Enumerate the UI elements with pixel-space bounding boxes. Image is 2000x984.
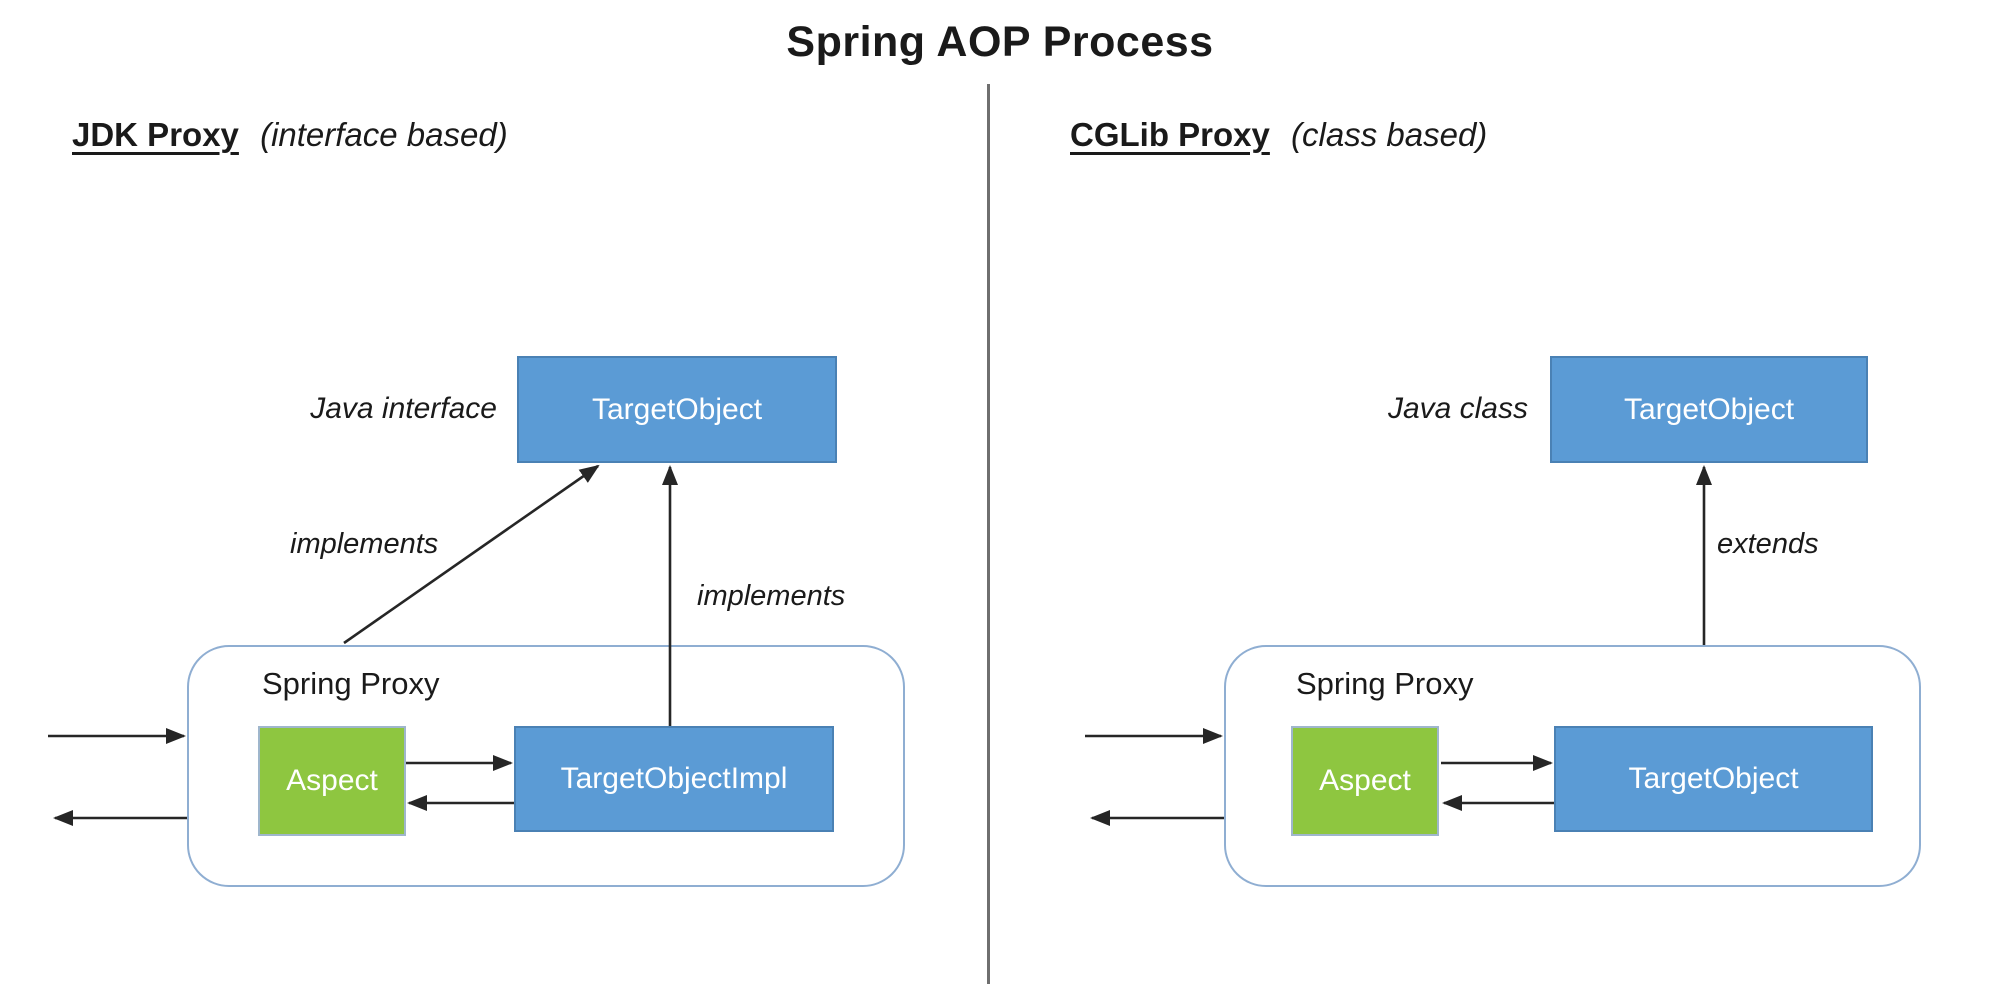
implements-label-vertical: implements — [697, 580, 846, 612]
center-divider-line — [987, 84, 990, 984]
cglib-aspect-box: Aspect — [1291, 726, 1439, 836]
cglib-proxy-heading-qualifier: (class based) — [1291, 116, 1488, 153]
jdk-proxy-heading-qualifier: (interface based) — [260, 116, 508, 153]
cglib-inner-target-object-box: TargetObject — [1554, 726, 1873, 832]
extends-label: extends — [1717, 528, 1819, 560]
jdk-spring-proxy-label: Spring Proxy — [262, 666, 440, 701]
cglib-target-object-box: TargetObject — [1550, 356, 1868, 463]
diagram-title: Spring AOP Process — [786, 18, 1214, 66]
jdk-target-object-impl-box: TargetObjectImpl — [514, 726, 834, 832]
java-class-label: Java class — [1387, 392, 1528, 425]
java-interface-label: Java interface — [310, 392, 497, 425]
jdk-proxy-heading-name: JDK Proxy — [72, 116, 239, 153]
cglib-proxy-heading-name: CGLib Proxy — [1070, 116, 1270, 153]
jdk-aspect-box: Aspect — [258, 726, 406, 836]
cglib-spring-proxy-label: Spring Proxy — [1296, 666, 1474, 701]
jdk-target-object-box: TargetObject — [517, 356, 837, 463]
cglib-proxy-heading: CGLib Proxy (class based) — [1070, 116, 1487, 154]
jdk-proxy-heading: JDK Proxy (interface based) — [72, 116, 508, 154]
implements-label-diagonal: implements — [290, 528, 439, 560]
